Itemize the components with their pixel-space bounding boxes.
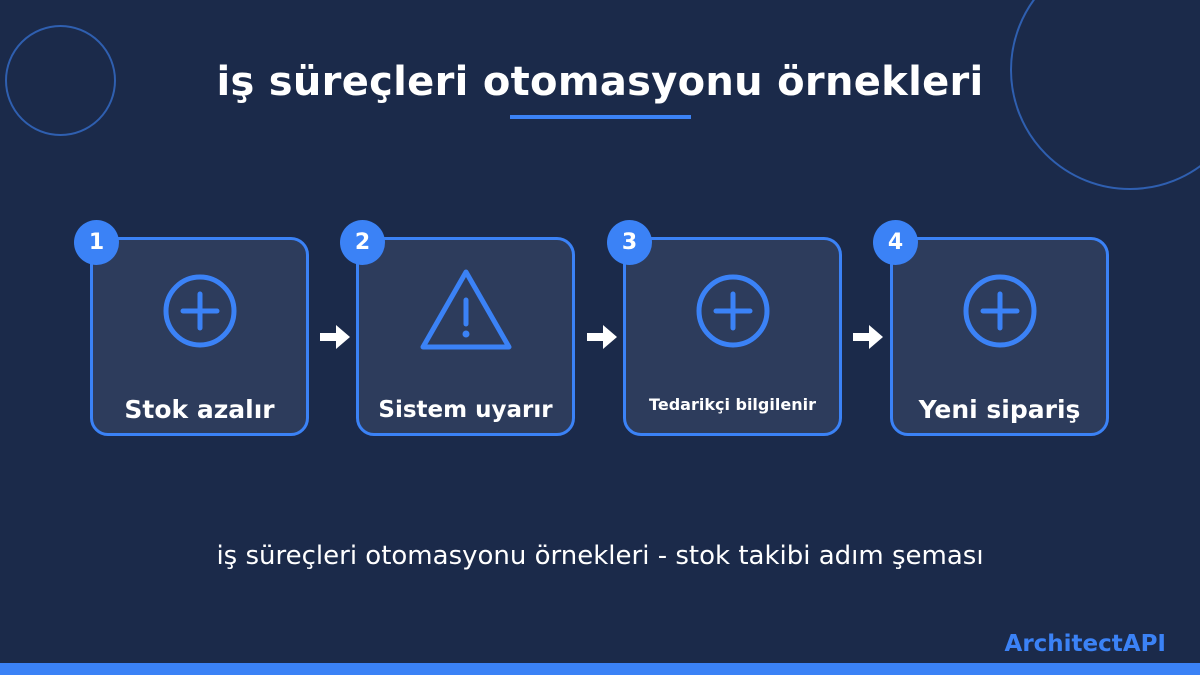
step-label: Sistem uyarır [378,397,553,423]
decorative-circle-left [5,25,116,136]
step-label: Yeni sipariş [918,395,1081,424]
brand-logo-text: ArchitectAPI [1004,631,1166,657]
step-card-3: Tedarikçi bilgilenir [623,237,842,436]
step-card-2: Sistem uyarır [356,237,575,436]
step-number-badge: 1 [74,220,119,265]
step-card-4: Yeni sipariş [890,237,1109,436]
arrow-right-icon [320,325,350,349]
arrow-right-icon [587,325,617,349]
step-card-1: Stok azalır [90,237,309,436]
title-underline [510,115,691,119]
arrow-right-icon [853,325,883,349]
plus-circle-icon [696,274,769,348]
plus-circle-icon [163,274,236,348]
step-number-badge: 2 [340,220,385,265]
step-label: Tedarikçi bilgilenir [649,395,816,414]
page-title: iş süreçleri otomasyonu örnekleri [216,59,984,105]
step-number-badge: 3 [607,220,652,265]
plus-circle-icon [963,274,1036,348]
step-number-badge: 4 [873,220,918,265]
step-label: Stok azalır [124,395,275,424]
caption: iş süreçleri otomasyonu örnekleri - stok… [216,541,984,571]
bottom-accent-bar [0,663,1200,675]
warning-triangle-icon [420,269,511,350]
